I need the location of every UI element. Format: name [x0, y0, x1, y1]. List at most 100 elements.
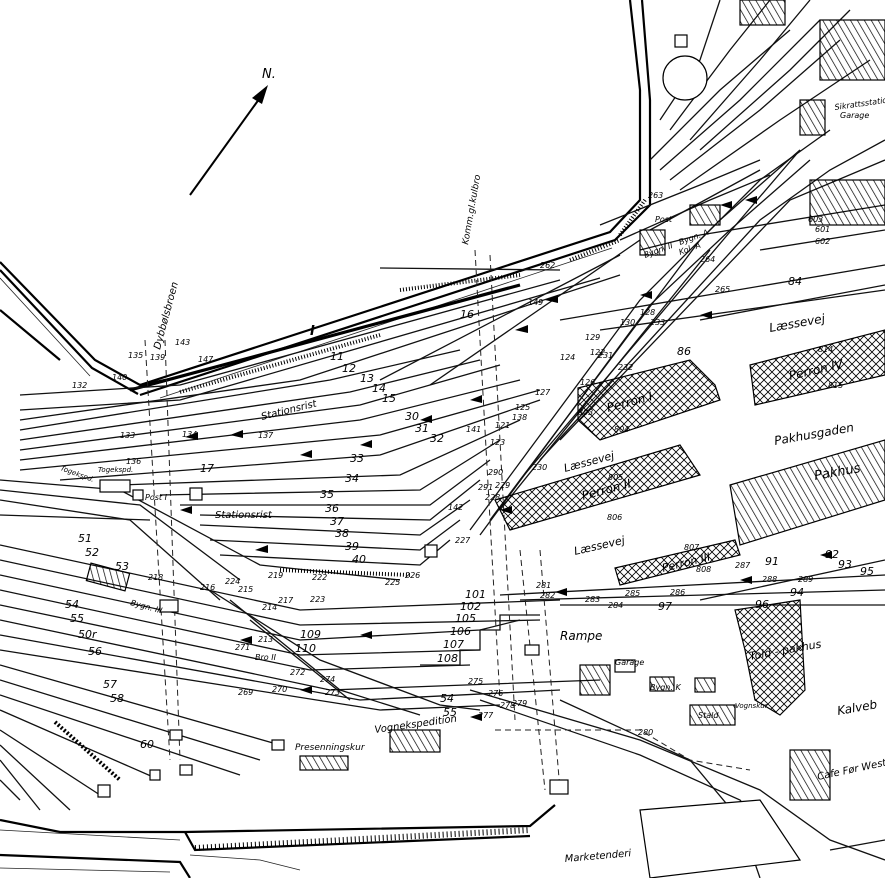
platform-perron-4 — [749, 329, 885, 406]
platform-perron-2 — [494, 444, 701, 531]
svg-text:287: 287 — [735, 561, 751, 570]
svg-text:290: 290 — [488, 468, 503, 477]
svg-text:107: 107 — [443, 638, 464, 651]
svg-text:140: 140 — [112, 373, 127, 382]
svg-text:284: 284 — [608, 601, 623, 610]
quay-edge-bottom — [0, 804, 556, 878]
dashed-lines — [144, 249, 751, 791]
svg-text:142: 142 — [448, 503, 463, 512]
garage-label-2: Garage — [840, 111, 869, 120]
svg-text:275: 275 — [468, 677, 483, 686]
vognskur-label: Vognskur — [735, 702, 769, 710]
svg-text:15: 15 — [382, 392, 396, 405]
svg-text:277: 277 — [478, 711, 494, 720]
svg-text:51: 51 — [78, 532, 92, 545]
svg-text:130: 130 — [620, 318, 635, 327]
svg-text:804: 804 — [614, 425, 629, 434]
svg-text:55: 55 — [443, 706, 457, 719]
svg-text:53: 53 — [115, 560, 129, 573]
svg-text:95: 95 — [860, 565, 874, 578]
svg-text:603: 603 — [808, 215, 823, 224]
svg-text:11: 11 — [330, 350, 344, 363]
svg-text:93: 93 — [838, 558, 852, 571]
svg-text:12: 12 — [342, 362, 356, 375]
svg-text:135: 135 — [128, 351, 143, 360]
stationsrist-label-2: Stationsrist — [215, 510, 273, 521]
svg-text:16: 16 — [460, 308, 474, 321]
svg-text:274: 274 — [320, 675, 335, 684]
bygn-k-label: Bygn. K — [650, 683, 681, 692]
svg-text:56: 56 — [88, 645, 102, 658]
svg-text:102: 102 — [460, 600, 481, 613]
svg-text:230: 230 — [532, 463, 547, 472]
svg-text:601: 601 — [815, 225, 830, 234]
togekspedition-alt-label: Togekspd. — [59, 464, 95, 484]
svg-text:139: 139 — [150, 353, 165, 362]
svg-text:291: 291 — [478, 483, 493, 492]
svg-text:55: 55 — [70, 612, 84, 625]
svg-text:125: 125 — [515, 403, 530, 412]
switch-marks — [180, 196, 832, 721]
svg-text:40: 40 — [352, 553, 366, 566]
svg-text:133: 133 — [120, 431, 135, 440]
svg-text:262: 262 — [540, 261, 555, 270]
svg-text:279: 279 — [512, 699, 527, 708]
svg-text:283: 283 — [585, 595, 600, 604]
platform-edges — [53, 198, 647, 851]
svg-text:137: 137 — [258, 431, 274, 440]
svg-text:128: 128 — [640, 308, 655, 317]
svg-text:224: 224 — [225, 577, 240, 586]
svg-text:109: 109 — [300, 628, 321, 641]
svg-text:216: 216 — [200, 583, 215, 592]
svg-text:272: 272 — [290, 668, 305, 677]
svg-text:270: 270 — [272, 685, 287, 694]
bridge-label-kulbro: Komm.gl.kulbro — [461, 173, 483, 245]
svg-text:122: 122 — [590, 348, 605, 357]
track-numbers-upper: 11 12 13 14 15 16 30 31 32 33 34 35 36 3… — [200, 308, 474, 566]
svg-text:134: 134 — [182, 430, 197, 439]
svg-text:218: 218 — [148, 573, 163, 582]
sikkerhed-label: Sikrattsstation — [834, 95, 885, 112]
svg-text:14: 14 — [372, 382, 386, 395]
presenningsskur-label: Presenningskur — [295, 743, 366, 753]
buildings — [85, 0, 885, 878]
svg-text:91: 91 — [765, 555, 779, 568]
quay-edge-main — [139, 0, 652, 399]
svg-text:34: 34 — [345, 472, 359, 485]
svg-text:269: 269 — [238, 688, 253, 697]
svg-text:273: 273 — [325, 688, 340, 697]
svg-text:108: 108 — [437, 652, 458, 665]
marketenderi-label: Marketenderi — [564, 848, 632, 865]
svg-text:132: 132 — [72, 381, 87, 390]
svg-text:13: 13 — [360, 372, 374, 385]
svg-text:52: 52 — [85, 546, 99, 559]
svg-text:92: 92 — [825, 548, 839, 561]
svg-text:121: 121 — [495, 421, 510, 430]
pakhus-building — [729, 439, 885, 546]
switch-numbers: 135 140 143 147 132 133 134 136 137 138 … — [72, 191, 813, 737]
svg-text:129: 129 — [585, 333, 600, 342]
svg-text:84: 84 — [788, 275, 802, 288]
north-arrow: N. — [189, 67, 276, 196]
svg-text:149: 149 — [528, 298, 543, 307]
svg-text:271: 271 — [235, 643, 250, 652]
togekspedition-label: Togekspd. — [98, 466, 133, 474]
svg-text:31: 31 — [415, 422, 429, 435]
bygn-iii-label: Bygn. III — [129, 598, 163, 615]
svg-text:807: 807 — [684, 543, 700, 552]
svg-text:213: 213 — [258, 635, 273, 644]
laessevej-label-1: Læssevej — [768, 311, 827, 335]
svg-text:54: 54 — [65, 598, 79, 611]
svg-text:276: 276 — [488, 689, 503, 698]
svg-text:815: 815 — [828, 381, 843, 390]
svg-text:60: 60 — [140, 738, 154, 751]
svg-text:50r: 50r — [78, 628, 98, 641]
svg-text:101: 101 — [465, 588, 486, 601]
rampe-outline — [420, 614, 540, 666]
svg-text:263: 263 — [648, 191, 663, 200]
svg-text:265: 265 — [715, 285, 730, 294]
svg-text:54: 54 — [440, 692, 454, 705]
svg-text:288: 288 — [762, 575, 777, 584]
svg-text:222: 222 — [312, 573, 327, 582]
